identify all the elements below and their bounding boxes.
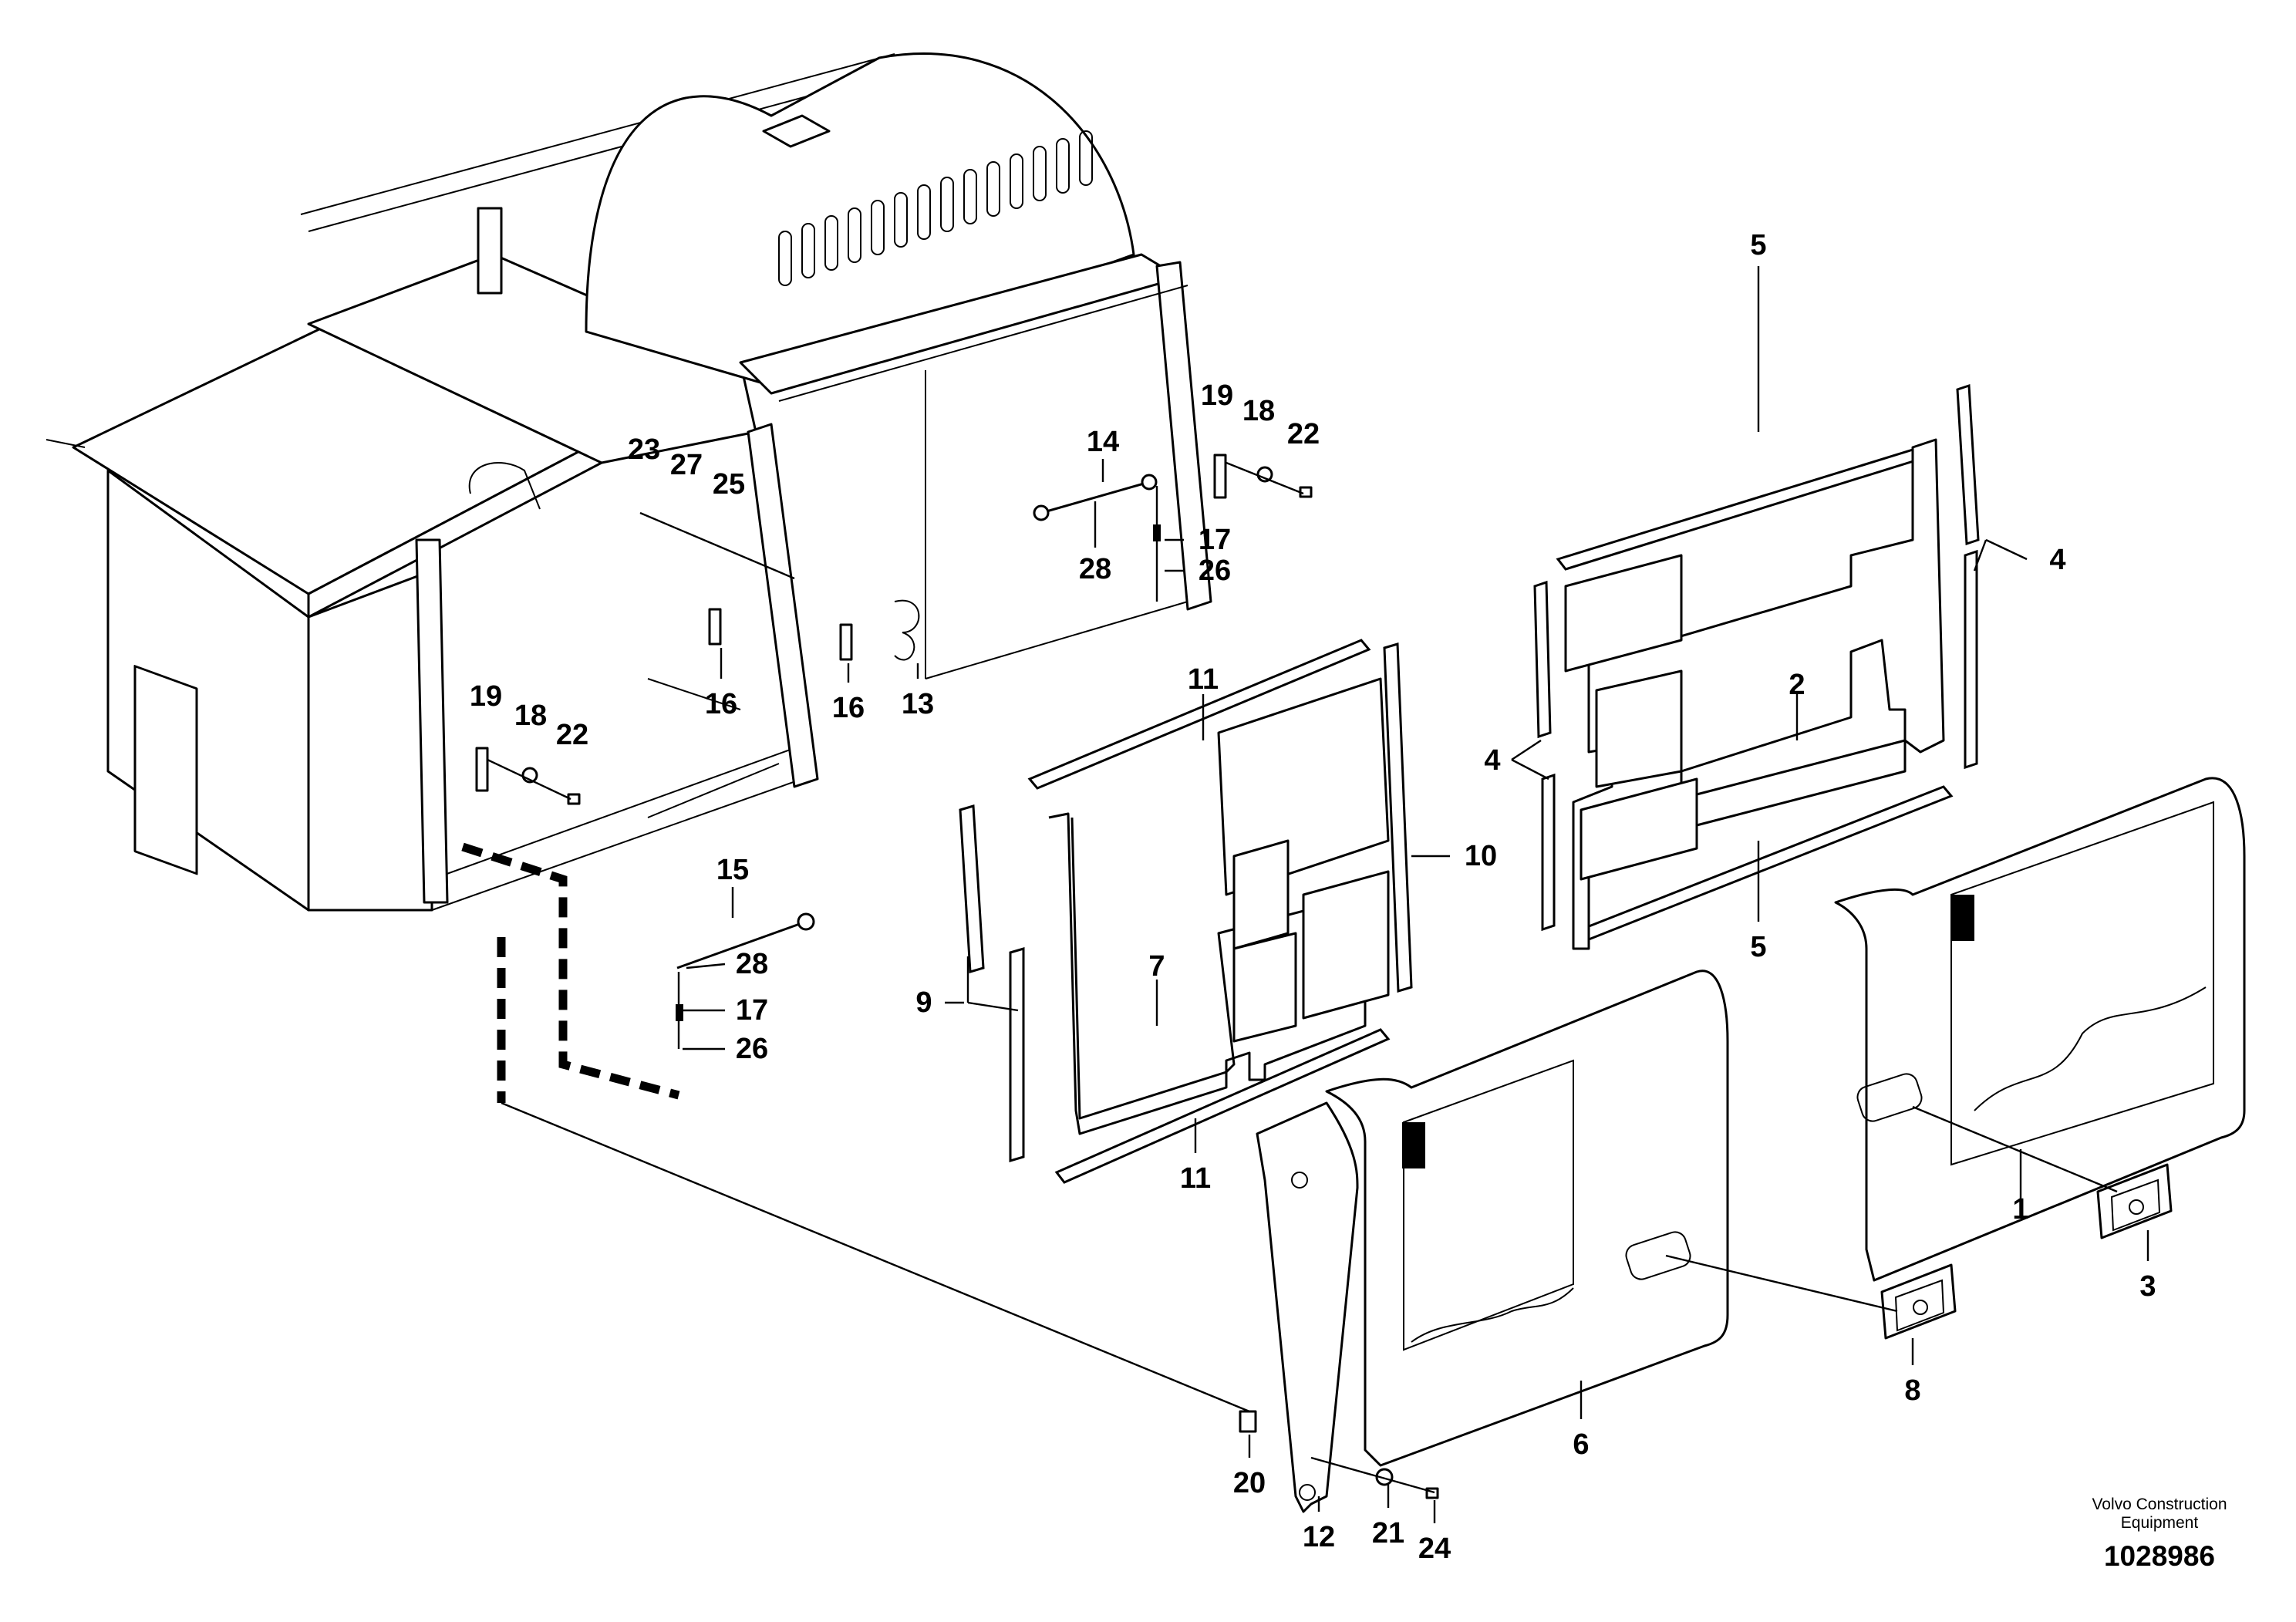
callout-23: 23 — [628, 433, 660, 466]
document-number: 1028986 — [2104, 1540, 2215, 1572]
callout-22-lower: 22 — [556, 719, 588, 751]
callout-14: 14 — [1087, 426, 1119, 458]
cab-frame — [46, 52, 1212, 912]
footer-branding: Volvo Construction Equipment 1028986 — [2092, 1496, 2227, 1572]
callout-9: 9 — [915, 986, 932, 1019]
callout-1: 1 — [2012, 1193, 2028, 1226]
callout-11-bottom: 11 — [1180, 1162, 1211, 1195]
callout-2: 2 — [1789, 669, 1805, 701]
routing-dashed-line — [461, 842, 680, 1100]
clip-20 — [1239, 1410, 1257, 1433]
callout-26-upper: 26 — [1199, 555, 1231, 587]
callout-3: 3 — [2139, 1270, 2156, 1303]
callout-28-lower: 28 — [736, 948, 768, 980]
callout-4-left: 4 — [1484, 744, 1500, 777]
callout-16-left: 16 — [705, 688, 737, 720]
callout-5-top: 5 — [1750, 229, 1766, 261]
callout-6: 6 — [1573, 1428, 1589, 1461]
callout-21: 21 — [1372, 1517, 1404, 1549]
pillar-12 — [1256, 1101, 1359, 1513]
callout-7: 7 — [1148, 950, 1165, 983]
callout-18-upper: 18 — [1242, 395, 1275, 427]
side-panel-6 — [1325, 969, 1729, 1467]
callout-19-lower: 19 — [470, 680, 502, 713]
callout-17-lower: 17 — [736, 994, 768, 1027]
callout-26-lower: 26 — [736, 1033, 768, 1065]
latch-3 — [2096, 1163, 2173, 1239]
callout-13: 13 — [902, 688, 934, 720]
callout-28-upper: 28 — [1079, 553, 1111, 585]
callout-18-lower: 18 — [514, 700, 547, 732]
callout-8: 8 — [1904, 1374, 1920, 1407]
callout-16-right: 16 — [832, 692, 865, 724]
callout-19-upper: 19 — [1201, 379, 1233, 412]
callout-25: 25 — [713, 468, 745, 501]
callout-4-right: 4 — [2049, 544, 2065, 576]
side-panel-1 — [1834, 777, 2246, 1282]
brand-line-2: Equipment — [2121, 1514, 2199, 1532]
callout-27: 27 — [670, 449, 703, 481]
brand-line-1: Volvo Construction — [2092, 1496, 2227, 1513]
leader-lines — [683, 266, 2149, 1523]
callout-12: 12 — [1303, 1521, 1335, 1553]
callout-numbers: 1 2 3 4 4 5 5 6 7 8 9 10 11 11 12 13 14 … — [470, 229, 2156, 1565]
callout-22-upper: 22 — [1287, 418, 1320, 450]
seal-strips — [959, 383, 1980, 1184]
callout-24: 24 — [1418, 1533, 1451, 1565]
callout-20: 20 — [1233, 1467, 1266, 1499]
callout-5-bottom: 5 — [1750, 931, 1766, 963]
callout-10: 10 — [1465, 840, 1497, 872]
callout-17-upper: 17 — [1199, 524, 1231, 556]
insulation-panel-7 — [1048, 677, 1390, 1135]
insulation-panel-2 — [1564, 438, 1945, 950]
small-hardware — [475, 454, 1313, 1049]
latch-8 — [1880, 1263, 1957, 1340]
callout-11-top: 11 — [1188, 663, 1219, 696]
callout-15: 15 — [716, 854, 749, 886]
